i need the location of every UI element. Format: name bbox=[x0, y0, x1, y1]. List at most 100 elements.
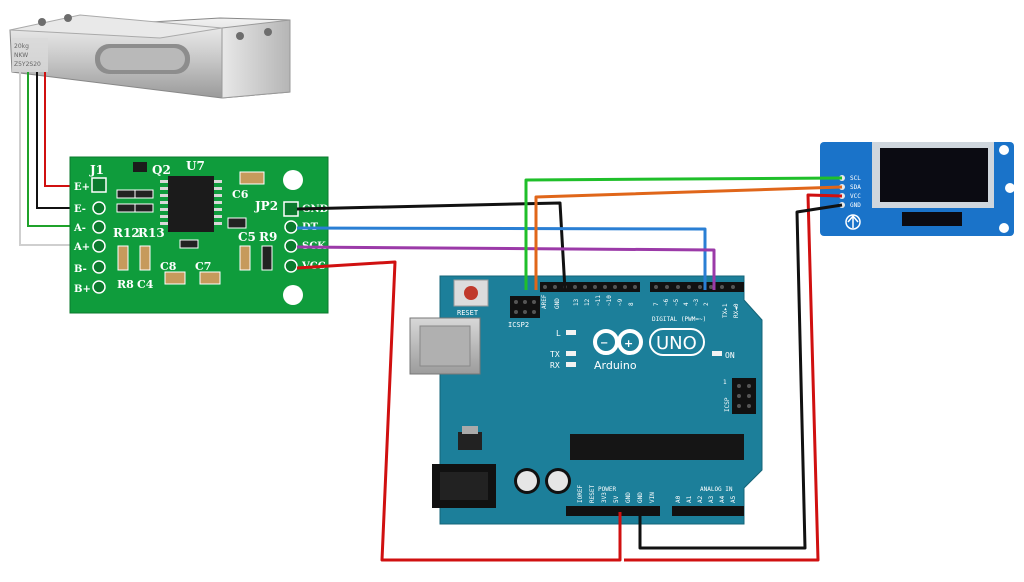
power-pin-label: RESET bbox=[589, 485, 596, 503]
label-r13: R13 bbox=[138, 226, 165, 240]
power-pin-label: 3V3 bbox=[601, 492, 608, 503]
digital-header-left bbox=[540, 282, 640, 292]
oled-pin-sda: SDA bbox=[850, 184, 861, 191]
digital-pin-label: 7 bbox=[653, 302, 660, 306]
pin-label-b-minus: B- bbox=[74, 264, 87, 275]
pin-label-e-plus: E+ bbox=[74, 182, 90, 193]
arduino-infinity-logo bbox=[593, 329, 643, 355]
wire-hx711-gnd bbox=[296, 201, 567, 291]
hx711-mount-hole bbox=[283, 170, 303, 190]
header-pin bbox=[687, 285, 691, 289]
led-rx-label: RX bbox=[550, 361, 560, 370]
oled-mount-hole bbox=[999, 223, 1009, 233]
oled-logo-icon bbox=[845, 214, 861, 230]
hx711-right-header bbox=[283, 201, 299, 273]
analog-pin-label: A0 bbox=[675, 495, 682, 503]
atmega-chip bbox=[570, 434, 744, 460]
header-pin bbox=[553, 285, 557, 289]
pin-label-e-minus: E- bbox=[74, 204, 86, 215]
connection-wires bbox=[296, 176, 843, 562]
digital-pin-label: ~11 bbox=[595, 295, 602, 306]
label-r12: R12 bbox=[113, 226, 140, 240]
reset-label: RESET bbox=[457, 309, 479, 317]
header-pin bbox=[720, 285, 724, 289]
uno-badge bbox=[649, 328, 705, 356]
header-pin bbox=[593, 285, 597, 289]
label-r8: R8 bbox=[117, 278, 134, 291]
led-on bbox=[712, 351, 722, 356]
analog-pin-label: A1 bbox=[686, 495, 693, 503]
pin-label-a-plus: A+ bbox=[73, 242, 90, 253]
icsp-header bbox=[732, 378, 756, 414]
wire-oled-sda bbox=[534, 185, 843, 290]
digital-pin-label: 12 bbox=[584, 298, 591, 306]
led-rx bbox=[566, 362, 576, 367]
power-pin-label: VIN bbox=[649, 492, 656, 503]
oled-ribbon bbox=[902, 212, 962, 226]
digital-pin-label: 8 bbox=[628, 302, 635, 306]
digital-label: DIGITAL (PWM=~) bbox=[652, 316, 706, 323]
label-q2: Q2 bbox=[152, 163, 171, 177]
label-c7: C7 bbox=[195, 260, 211, 273]
logo-plus-icon: + bbox=[624, 337, 633, 350]
hx711-smd-components bbox=[116, 171, 273, 285]
reset-button-cap[interactable] bbox=[464, 286, 478, 300]
label-j1: J1 bbox=[89, 163, 104, 177]
power-pin-label: GND bbox=[625, 492, 632, 503]
oled-screen bbox=[880, 148, 988, 202]
hx711-transistor-q2 bbox=[133, 162, 147, 172]
wire-hx711-dt bbox=[296, 226, 707, 290]
label-c8: C8 bbox=[160, 260, 177, 273]
icsp2-label: ICSP2 bbox=[508, 321, 529, 329]
load-cell: 20kg NKW Z5Y2S20 bbox=[9, 14, 291, 99]
power-label: POWER bbox=[598, 486, 616, 493]
hx711-chip bbox=[160, 176, 222, 232]
icsp-pin1-label: 1 bbox=[723, 379, 727, 386]
load-cell-screw-hole bbox=[38, 18, 46, 26]
load-cell-text-3: Z5Y2S20 bbox=[14, 61, 41, 68]
oled-pin-scl: SCL bbox=[850, 175, 861, 182]
label-c4: C4 bbox=[137, 278, 154, 291]
load-cell-capacity: 20kg bbox=[14, 43, 29, 50]
label-c6: C6 bbox=[232, 188, 249, 201]
analog-pin-label: A3 bbox=[708, 495, 715, 503]
hx711-module: E+ E- A- A+ B- B+ J1 Q2 U7 C6 JP2 R12 R1… bbox=[69, 156, 329, 314]
digital-pin-label: ~10 bbox=[606, 295, 613, 306]
led-on-label: ON bbox=[725, 351, 735, 360]
power-pin-label: GND bbox=[637, 492, 644, 503]
logo-minus-icon: − bbox=[600, 338, 608, 349]
digital-pin-label: 13 bbox=[573, 298, 580, 306]
power-pin-label: 5V bbox=[613, 495, 620, 503]
digital-pin-label: ~3 bbox=[693, 298, 700, 306]
header-pin bbox=[654, 285, 658, 289]
power-pin-label: IOREF bbox=[577, 485, 584, 503]
header-pin bbox=[573, 285, 577, 289]
led-l bbox=[566, 330, 576, 335]
digital-pin-label: ~6 bbox=[663, 298, 670, 306]
digital-pin-label: 2 bbox=[703, 302, 710, 306]
header-pin bbox=[613, 285, 617, 289]
pin-label-b-plus: B+ bbox=[74, 284, 91, 295]
oled-mount-hole bbox=[999, 145, 1009, 155]
label-u7: U7 bbox=[186, 159, 205, 173]
label-jp2: JP2 bbox=[254, 199, 278, 213]
load-cell-label-sticker bbox=[12, 38, 48, 72]
header-pin bbox=[709, 285, 713, 289]
header-pin bbox=[676, 285, 680, 289]
load-cell-screw-hole bbox=[64, 14, 72, 22]
header-pin bbox=[633, 285, 637, 289]
wire-oled-gnd bbox=[638, 203, 843, 550]
power-header bbox=[566, 506, 660, 516]
load-cell-text-2: NKW bbox=[14, 52, 28, 59]
icsp-label: ICSP bbox=[724, 397, 731, 412]
analog-pin-label: A5 bbox=[730, 495, 737, 503]
analog-pin-label: A2 bbox=[697, 495, 704, 503]
wire-hx711-vcc bbox=[296, 260, 622, 562]
digital-pin-label: ~5 bbox=[673, 298, 680, 306]
arduino-brand: Arduino bbox=[594, 359, 637, 372]
analog-label: ANALOG IN bbox=[700, 486, 733, 493]
power-pin-labels: IOREF RESET 3V3 5V GND GND VIN bbox=[577, 485, 656, 503]
led-tx-label: TX bbox=[550, 350, 560, 359]
